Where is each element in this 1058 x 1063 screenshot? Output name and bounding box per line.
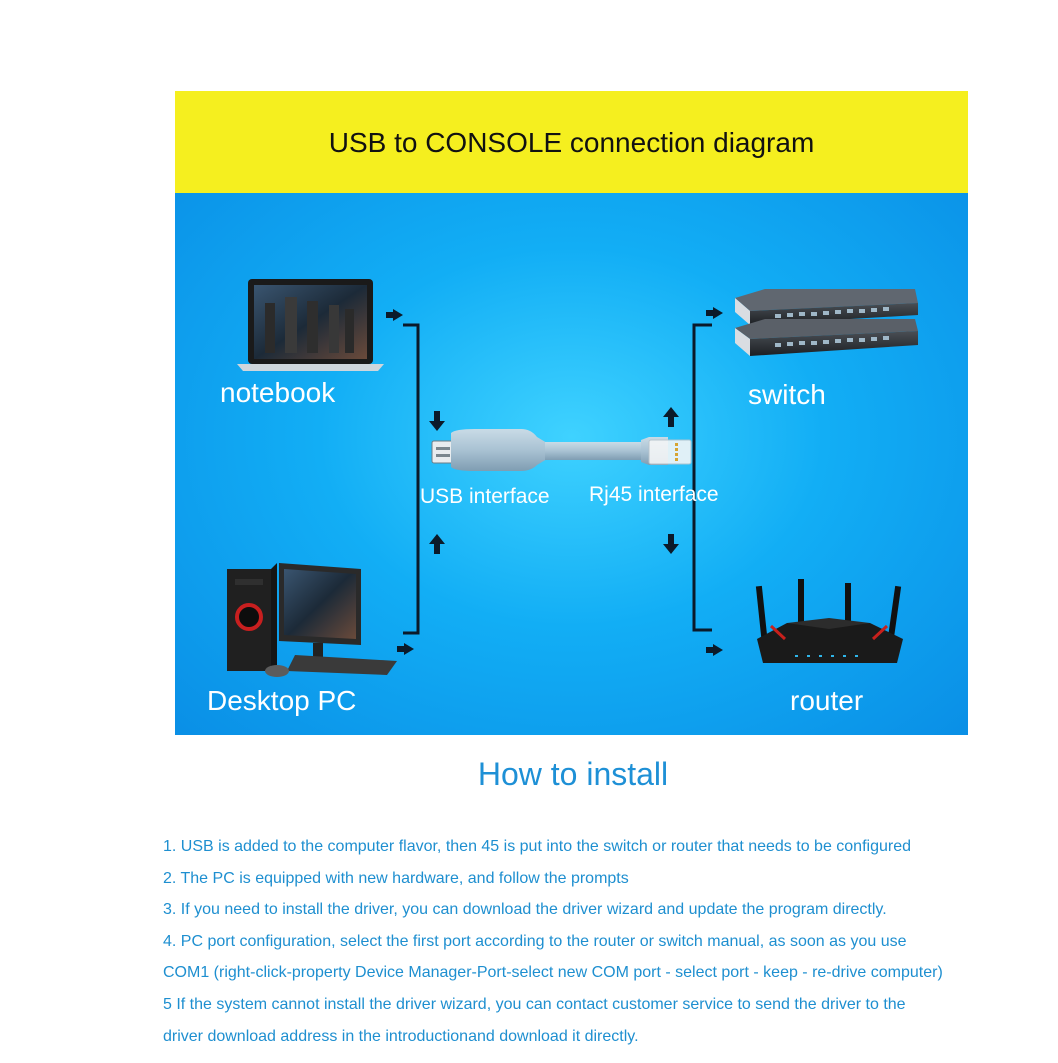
arrow-right-icon (397, 643, 414, 655)
connector-lines (403, 323, 712, 635)
title-banner: USB to CONSOLE connection diagram (175, 91, 968, 193)
install-step: 3. If you need to install the driver, yo… (163, 901, 887, 919)
router-icon (755, 579, 903, 663)
arrow-right-icon (386, 309, 403, 321)
router-label: router (790, 685, 864, 716)
diagram-graphics (227, 279, 918, 677)
diagram-title: USB to CONSOLE connection diagram (328, 127, 815, 158)
install-heading: How to install (477, 756, 669, 792)
notebook-label: notebook (220, 377, 336, 408)
install-steps: 1. USB is added to the computer flavor, … (163, 831, 1053, 1052)
arrow-up-icon (429, 534, 445, 554)
arrow-right-icon (706, 307, 723, 319)
install-step: driver download address in the introduct… (163, 1027, 639, 1045)
install-step: 2. The PC is equipped with new hardware,… (163, 869, 629, 887)
desktop-pc-label: Desktop PC (207, 685, 357, 716)
install-step: 1. USB is added to the computer flavor, … (163, 838, 911, 855)
connection-diagram: notebook switch Desktop PC router USB in… (175, 193, 968, 735)
switch-label: switch (748, 379, 826, 410)
rj45-interface-label: Rj45 interface (589, 483, 719, 506)
install-step: 5 If the system cannot install the drive… (163, 995, 906, 1013)
laptop-icon (237, 279, 384, 371)
desktop-pc-icon (227, 563, 397, 677)
arrow-down-icon (429, 411, 445, 431)
arrow-down-icon (663, 534, 679, 554)
install-step: 4. PC port configuration, select the fir… (163, 932, 907, 950)
usb-rj45-cable (431, 429, 692, 471)
usb-interface-label: USB interface (420, 485, 550, 508)
arrow-up-icon (663, 407, 679, 427)
arrow-right-icon (706, 644, 723, 656)
network-switch-icon (735, 289, 918, 356)
install-step: COM1 (right-click-property Device Manage… (163, 964, 943, 982)
